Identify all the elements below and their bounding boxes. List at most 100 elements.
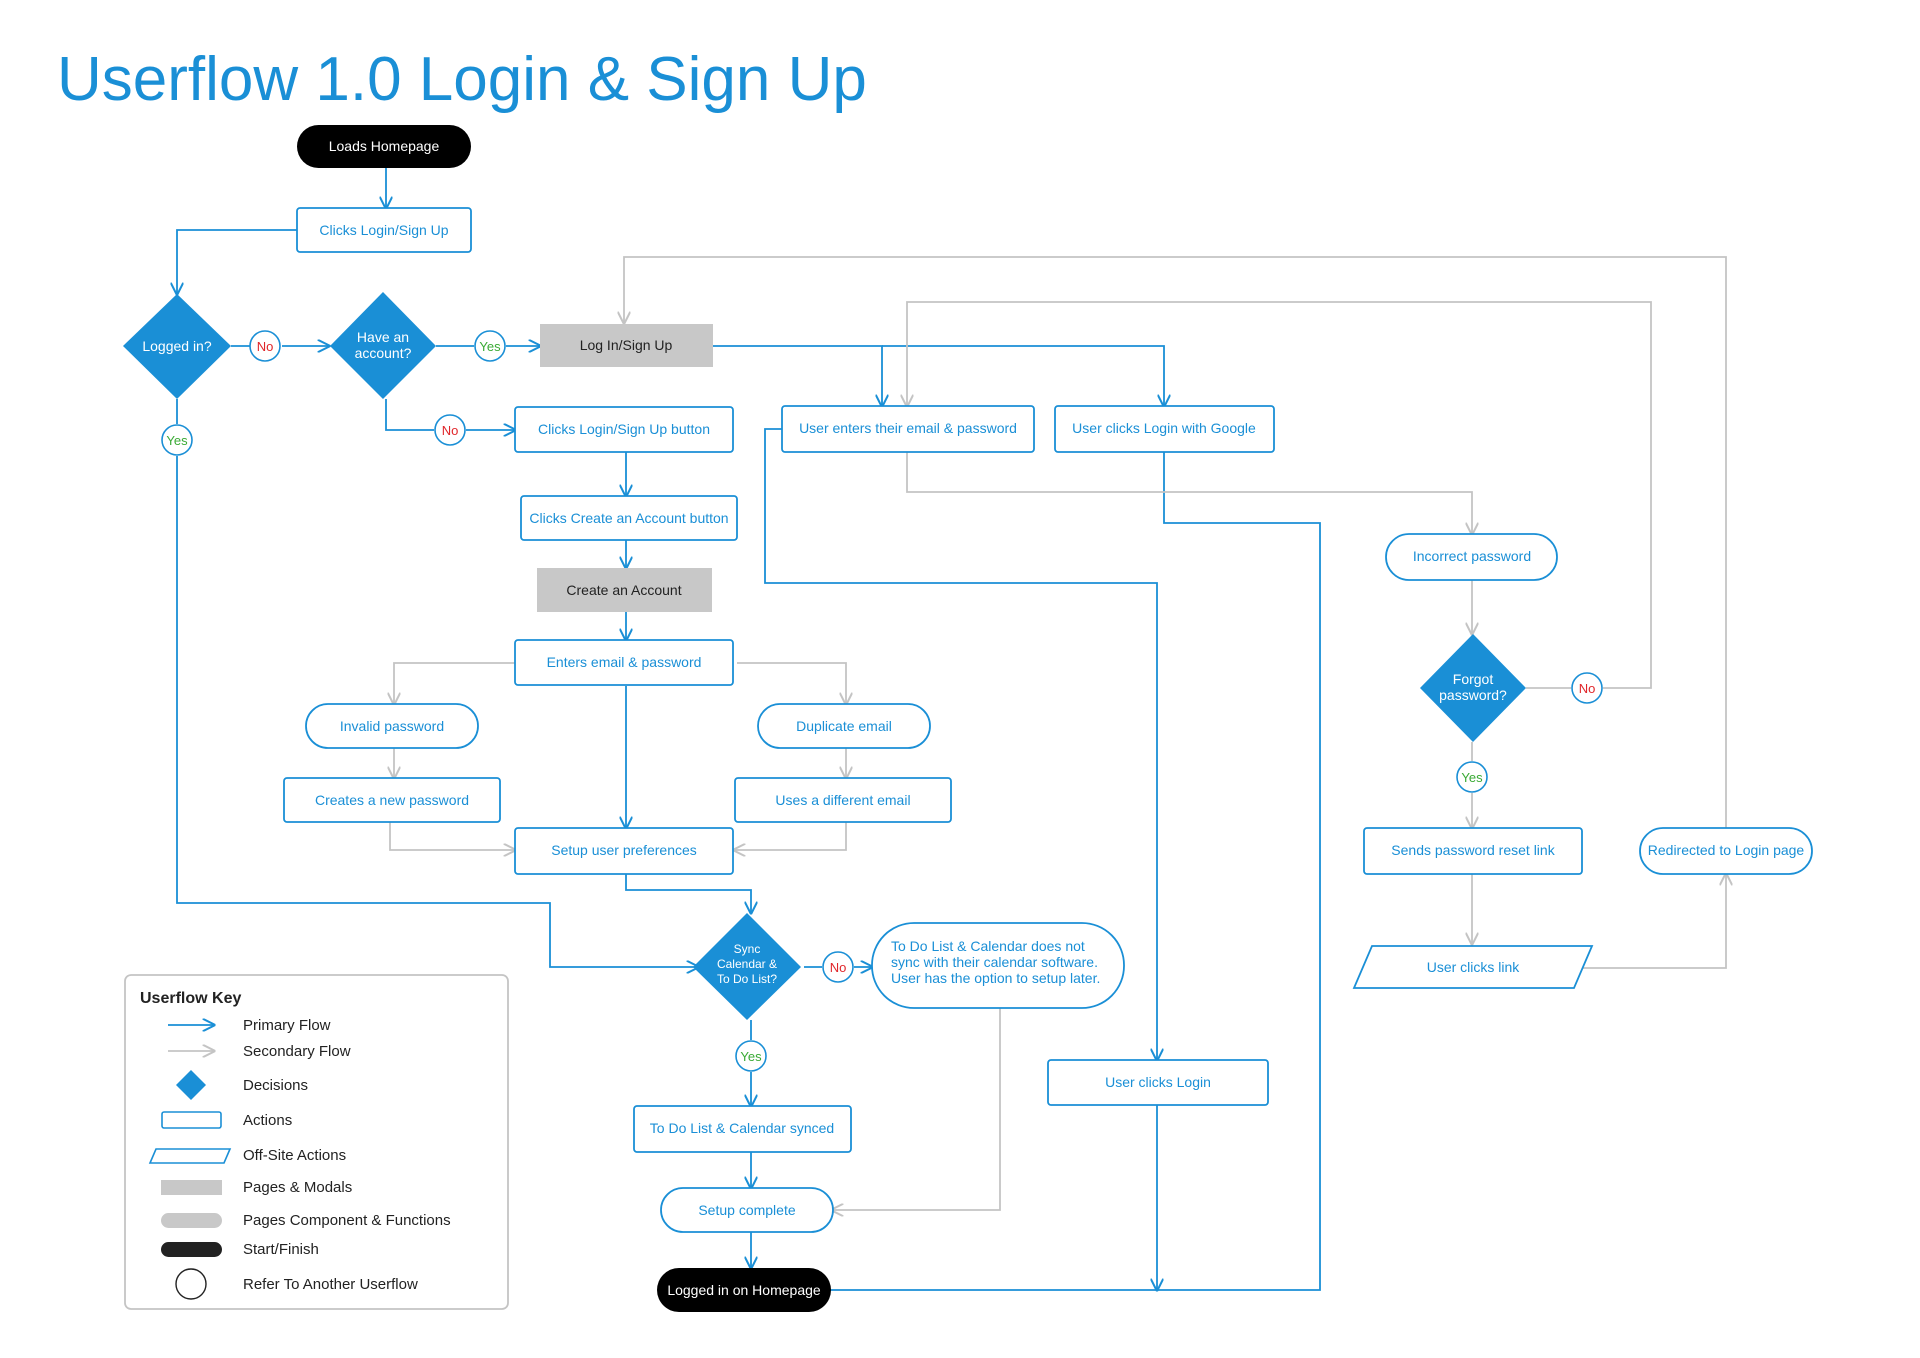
badge-label: Yes bbox=[1461, 770, 1483, 785]
badge-yes-logged-in: Yes bbox=[161, 424, 193, 456]
node-label: Duplicate email bbox=[796, 718, 892, 734]
key-label: Off-Site Actions bbox=[243, 1147, 346, 1164]
decision-logged-in: Logged in? bbox=[123, 294, 231, 399]
component-incorrect-password: Incorrect password bbox=[1385, 533, 1558, 581]
action-clicks-create-account-button: Clicks Create an Account button bbox=[520, 495, 738, 541]
key-label: Decisions bbox=[243, 1077, 308, 1094]
primary-connectors bbox=[177, 168, 1321, 1290]
action-user-enters-email: User enters their email & password bbox=[781, 405, 1035, 453]
key-decisions: Decisions bbox=[176, 1070, 308, 1100]
node-label: User clicks Login bbox=[1105, 1074, 1211, 1090]
userflow-key: Userflow Key Primary Flow Secondary Flow… bbox=[124, 974, 509, 1310]
action-clicks-login-signup-button: Clicks Login/Sign Up button bbox=[514, 406, 734, 453]
badge-no-logged-in: No bbox=[249, 330, 281, 362]
node-label: Redirected to Login page bbox=[1648, 842, 1805, 858]
key-pages-component: Pages Component & Functions bbox=[161, 1212, 451, 1229]
key-actions: Actions bbox=[161, 1111, 292, 1129]
node-label: account? bbox=[355, 345, 412, 361]
action-enters-email-password: Enters email & password bbox=[514, 639, 734, 686]
badge-label: Yes bbox=[479, 339, 501, 354]
node-label: To Do List & Calendar synced bbox=[650, 1120, 834, 1136]
node-label: Setup complete bbox=[698, 1202, 795, 1218]
key-label: Pages Component & Functions bbox=[243, 1212, 451, 1229]
action-creates-new-password: Creates a new password bbox=[283, 777, 501, 823]
node-label: User clicks link bbox=[1427, 959, 1521, 975]
decision-have-account: Have an account? bbox=[330, 292, 436, 399]
action-user-clicks-login: User clicks Login bbox=[1047, 1059, 1269, 1106]
page-log-in-sign-up: Log In/Sign Up bbox=[540, 324, 713, 367]
badge-yes-sync: Yes bbox=[735, 1040, 767, 1072]
secondary-connectors bbox=[390, 256, 1726, 1210]
node-label: Incorrect password bbox=[1413, 548, 1531, 564]
action-box-icon bbox=[161, 1111, 222, 1129]
node-label: Loads Homepage bbox=[329, 138, 440, 154]
badge-yes-have-account: Yes bbox=[474, 330, 506, 362]
decision-forgot-password: Forgot password? bbox=[1420, 634, 1526, 742]
node-label: Clicks Login/Sign Up bbox=[319, 222, 448, 238]
node-label: Create an Account bbox=[566, 582, 681, 598]
component-invalid-password: Invalid password bbox=[305, 703, 479, 749]
action-sends-reset-link: Sends password reset link bbox=[1363, 827, 1583, 875]
node-label: User has the option to setup later. bbox=[891, 970, 1100, 986]
page-create-account: Create an Account bbox=[537, 568, 712, 612]
node-label: Have an bbox=[357, 329, 409, 345]
badge-label: No bbox=[1579, 681, 1596, 696]
component-duplicate-email: Duplicate email bbox=[757, 703, 931, 749]
key-pages-modals: Pages & Modals bbox=[161, 1179, 352, 1196]
component-setup-complete: Setup complete bbox=[660, 1187, 834, 1233]
node-label: sync with their calendar software. bbox=[891, 954, 1098, 970]
node-label: Sync bbox=[734, 942, 761, 956]
key-refer-userflow: Refer To Another Userflow bbox=[175, 1268, 418, 1300]
key-title: Userflow Key bbox=[140, 990, 241, 1007]
component-not-synced-note: To Do List & Calendar does not sync with… bbox=[871, 922, 1125, 1009]
offsite-user-clicks-link: User clicks link bbox=[1352, 945, 1594, 989]
key-label: Pages & Modals bbox=[243, 1179, 352, 1196]
node-label: password? bbox=[1439, 687, 1507, 703]
key-secondary-flow: Secondary Flow bbox=[168, 1043, 351, 1060]
key-label: Secondary Flow bbox=[243, 1043, 351, 1060]
action-todo-synced: To Do List & Calendar synced bbox=[633, 1105, 852, 1153]
node-label: Clicks Create an Account button bbox=[529, 510, 728, 526]
badge-label: Yes bbox=[740, 1049, 762, 1064]
badge-yes-forgot: Yes bbox=[1456, 761, 1488, 793]
finish-logged-in-homepage: Logged in on Homepage bbox=[657, 1268, 831, 1312]
badge-no-have-account: No bbox=[434, 414, 466, 446]
key-start-finish: Start/Finish bbox=[161, 1241, 319, 1258]
action-uses-different-email: Uses a different email bbox=[734, 777, 952, 823]
node-label: Logged in on Homepage bbox=[667, 1282, 821, 1298]
page-title: Userflow 1.0 Login & Sign Up bbox=[57, 45, 867, 114]
node-label: Creates a new password bbox=[315, 792, 469, 808]
key-label: Start/Finish bbox=[243, 1241, 319, 1258]
refer-circle-icon bbox=[175, 1268, 207, 1300]
node-label: To Do List & Calendar does not bbox=[891, 938, 1085, 954]
action-clicks-login-signup: Clicks Login/Sign Up bbox=[296, 207, 472, 253]
offsite-parallelogram-icon bbox=[148, 1148, 232, 1164]
node-label: Calendar & bbox=[717, 957, 777, 971]
start-loads-homepage: Loads Homepage bbox=[297, 125, 471, 168]
component-pill-icon bbox=[161, 1213, 222, 1228]
badge-label: No bbox=[257, 339, 274, 354]
node-label: Enters email & password bbox=[547, 654, 702, 670]
badge-no-sync: No bbox=[822, 951, 854, 983]
badge-label: No bbox=[442, 423, 459, 438]
badge-no-forgot: No bbox=[1571, 672, 1603, 704]
key-label: Refer To Another Userflow bbox=[243, 1276, 418, 1293]
decision-sync-calendar: Sync Calendar & To Do List? bbox=[693, 913, 801, 1020]
action-setup-user-preferences: Setup user preferences bbox=[514, 827, 734, 875]
node-label: To Do List? bbox=[717, 972, 777, 986]
start-finish-pill-icon bbox=[161, 1242, 222, 1257]
node-label: Clicks Login/Sign Up button bbox=[538, 421, 710, 437]
decision-diamond-icon bbox=[176, 1070, 206, 1100]
component-redirected-login: Redirected to Login page bbox=[1639, 827, 1813, 875]
key-primary-flow: Primary Flow bbox=[168, 1017, 331, 1034]
node-label: Sends password reset link bbox=[1391, 842, 1555, 858]
node-label: User enters their email & password bbox=[799, 420, 1017, 436]
node-label: Invalid password bbox=[340, 718, 444, 734]
key-label: Primary Flow bbox=[243, 1017, 331, 1034]
node-label: Uses a different email bbox=[775, 792, 910, 808]
key-offsite-actions: Off-Site Actions bbox=[148, 1147, 346, 1164]
node-label: Logged in? bbox=[142, 338, 212, 354]
action-user-clicks-google: User clicks Login with Google bbox=[1054, 405, 1275, 453]
node-label: Forgot bbox=[1453, 671, 1494, 687]
